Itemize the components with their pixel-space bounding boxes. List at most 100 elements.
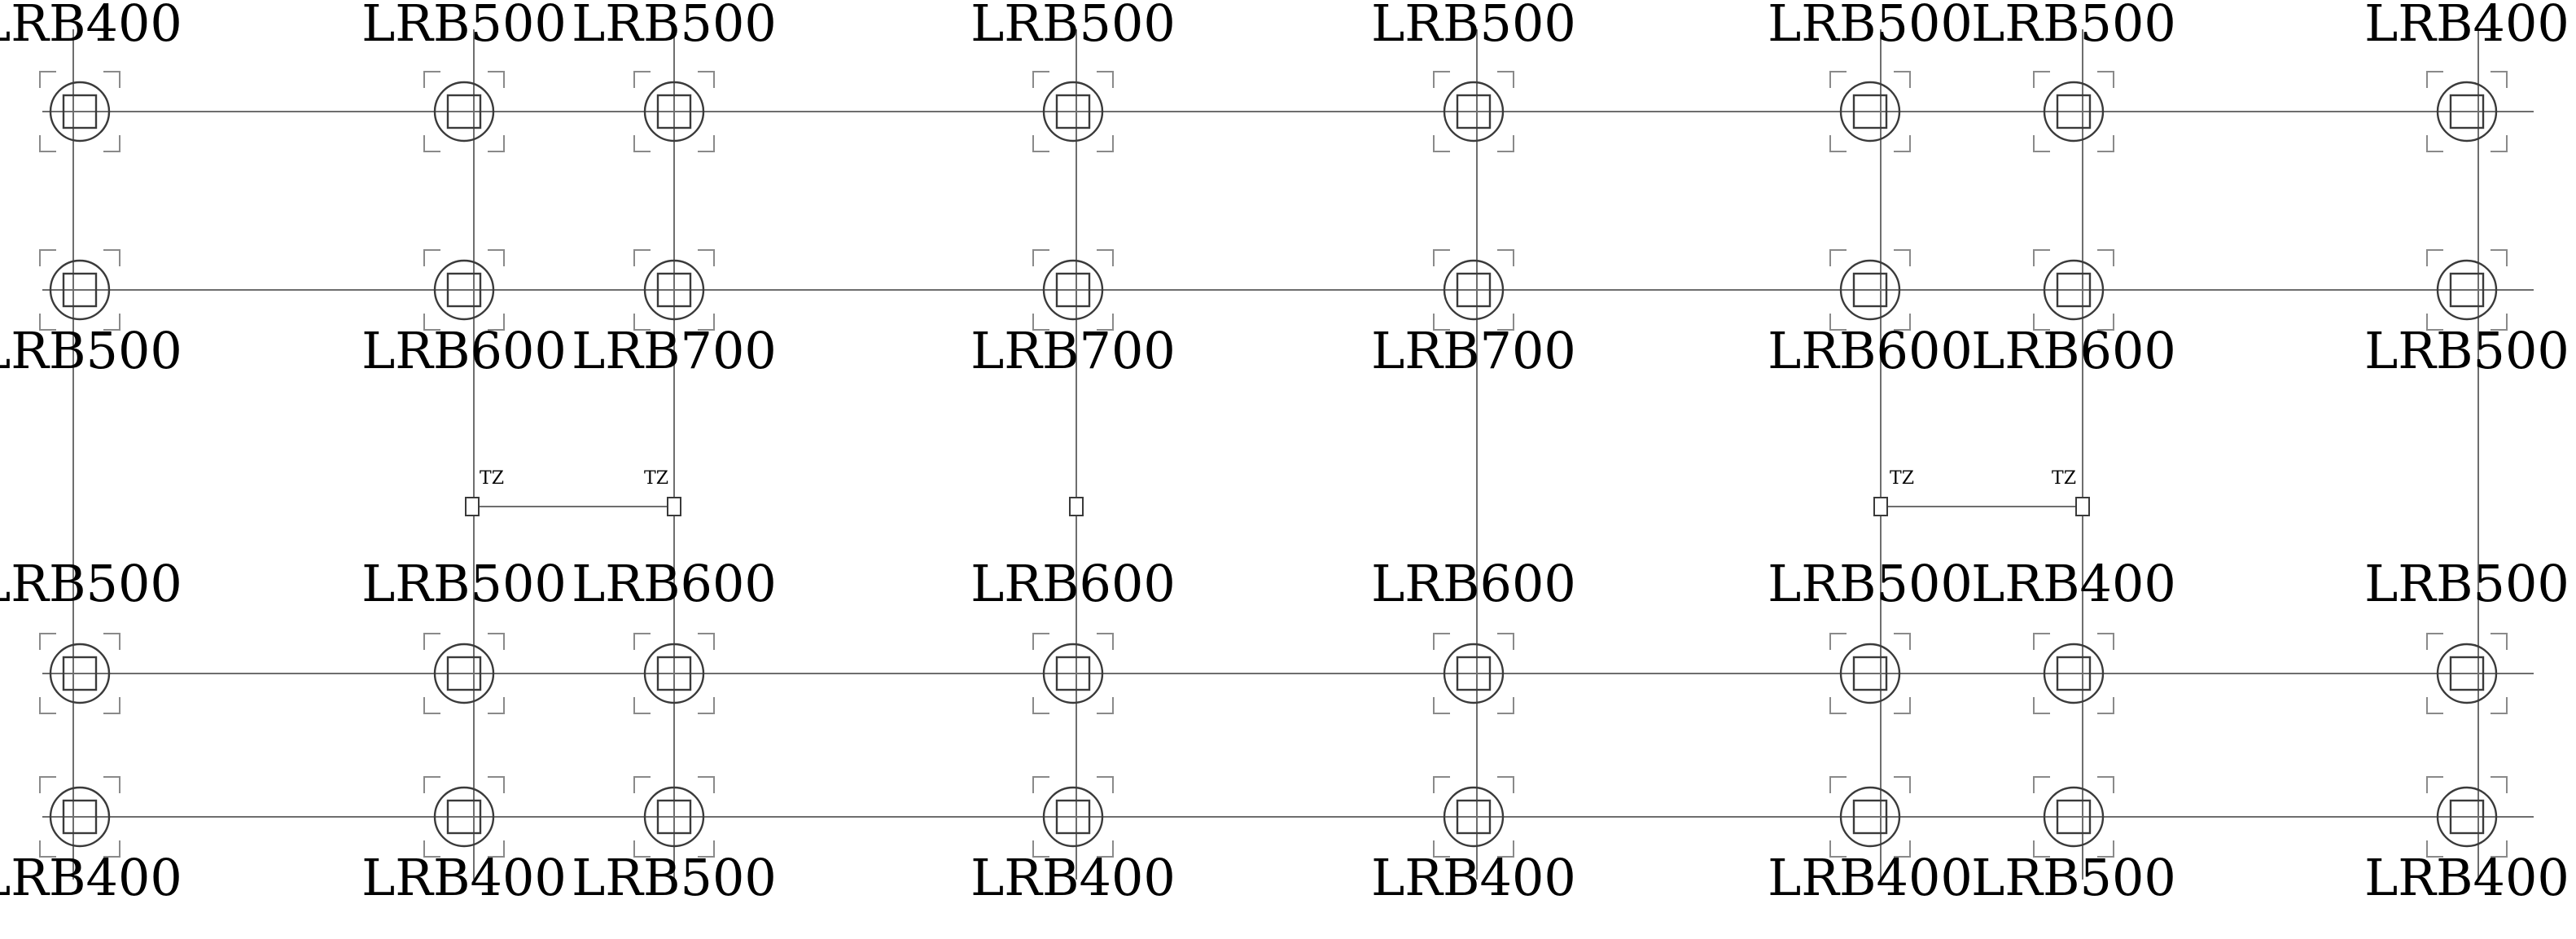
bearing-frame-corner <box>698 776 715 793</box>
bearing-frame-corner <box>2033 135 2050 152</box>
bearing-plate-square <box>2449 799 2485 835</box>
bearing-frame-corner <box>1097 314 1114 331</box>
bearing-frame-corner <box>39 840 56 858</box>
bearing-frame-corner <box>39 776 56 793</box>
bearing-plate-square <box>446 656 482 691</box>
bearing-label: LRB700 <box>1371 321 1576 380</box>
bearing-frame-corner <box>1097 71 1114 88</box>
bearing-label: LRB400 <box>0 848 182 907</box>
bearing-frame-corner <box>1829 71 1847 88</box>
bearing-frame-corner <box>698 249 715 266</box>
isolation-bearing <box>39 71 120 152</box>
isolation-bearing <box>633 633 715 714</box>
bearing-label: LRB400 <box>1371 848 1576 907</box>
bearing-plate-square <box>1852 94 1888 129</box>
bearing-frame-corner <box>103 249 120 266</box>
bearing-frame-corner <box>1497 314 1514 331</box>
bearing-plate-square <box>1456 272 1492 308</box>
bearing-frame-corner <box>423 135 440 152</box>
isolation-bearing <box>1032 776 1114 858</box>
isolation-bearing <box>423 71 505 152</box>
tie-column-label: TZ <box>2052 468 2076 489</box>
bearing-label: LRB600 <box>361 321 567 380</box>
bearing-circle <box>2436 786 2498 848</box>
bearing-frame-corner <box>1829 633 1847 650</box>
bearing-circle <box>2436 643 2498 704</box>
isolation-bearing <box>39 249 120 331</box>
bearing-frame-corner <box>1829 840 1847 858</box>
bearing-plate-square <box>2056 656 2092 691</box>
bearing-plate-square <box>1055 799 1091 835</box>
isolation-bearing <box>39 633 120 714</box>
bearing-frame-corner <box>698 840 715 858</box>
bearing-plate-square <box>1456 94 1492 129</box>
bearing-frame-corner <box>2097 633 2114 650</box>
bearing-frame-corner <box>1097 776 1114 793</box>
bearing-label: LRB400 <box>0 0 182 53</box>
bearing-frame-corner <box>2491 314 2508 331</box>
tie-column <box>465 497 480 516</box>
bearing-circle <box>643 259 705 321</box>
bearing-frame-corner <box>103 71 120 88</box>
bearing-circle <box>2043 786 2105 848</box>
isolation-bearing <box>1433 249 1514 331</box>
bearing-plate-square <box>2056 94 2092 129</box>
bearing-frame-corner <box>423 776 440 793</box>
bearing-label: LRB500 <box>2364 321 2569 380</box>
bearing-frame-corner <box>488 697 505 714</box>
bearing-circle <box>433 786 495 848</box>
bearing-frame-corner <box>39 135 56 152</box>
bearing-frame-corner <box>39 314 56 331</box>
tie-column <box>2075 497 2090 516</box>
isolation-bearing <box>1829 71 1911 152</box>
bearing-plate-square <box>2056 272 2092 308</box>
bearing-circle <box>1443 81 1505 143</box>
bearing-frame-corner <box>1829 249 1847 266</box>
bearing-frame-corner <box>2426 135 2443 152</box>
bearing-frame-corner <box>2426 776 2443 793</box>
bearing-plate-square <box>446 94 482 129</box>
bearing-circle <box>643 81 705 143</box>
bearing-frame-corner <box>1097 633 1114 650</box>
bearing-frame-corner <box>2491 697 2508 714</box>
isolation-bearing <box>2426 633 2508 714</box>
isolation-bearing <box>1829 776 1911 858</box>
tie-column-label: TZ <box>644 468 668 489</box>
bearing-circle <box>49 786 111 848</box>
tie-column <box>667 497 681 516</box>
tie-column <box>1873 497 1888 516</box>
bearing-frame-corner <box>39 71 56 88</box>
bearing-frame-corner <box>1829 314 1847 331</box>
bearing-frame-corner <box>2033 776 2050 793</box>
bearing-frame-corner <box>103 314 120 331</box>
bearing-frame-corner <box>633 314 651 331</box>
isolation-bearing <box>1829 249 1911 331</box>
bearing-plate-square <box>1055 272 1091 308</box>
bearing-frame-corner <box>1894 633 1911 650</box>
bearing-circle <box>433 643 495 704</box>
isolation-bearing <box>1433 71 1514 152</box>
bearing-frame-corner <box>1894 135 1911 152</box>
bearing-frame-corner <box>1097 249 1114 266</box>
bearing-plate-square <box>62 272 98 308</box>
bearing-circle <box>1839 643 1901 704</box>
bearing-frame-corner <box>488 776 505 793</box>
bearing-label: LRB500 <box>970 0 1176 53</box>
bearing-frame-corner <box>1497 249 1514 266</box>
bearing-frame-corner <box>488 840 505 858</box>
isolation-bearing <box>1032 71 1114 152</box>
bearing-label: LRB600 <box>1971 321 2176 380</box>
bearing-frame-corner <box>2033 697 2050 714</box>
bearing-frame-corner <box>488 135 505 152</box>
isolation-bearing <box>39 776 120 858</box>
bearing-circle <box>2436 259 2498 321</box>
bearing-frame-corner <box>2426 314 2443 331</box>
bearing-circle <box>1042 259 1104 321</box>
bearing-label: LRB400 <box>361 848 567 907</box>
bearing-frame-corner <box>1433 135 1450 152</box>
bearing-frame-corner <box>698 633 715 650</box>
bearing-frame-corner <box>1497 71 1514 88</box>
bearing-label: LRB700 <box>572 321 777 380</box>
bearing-frame-corner <box>633 697 651 714</box>
bearing-label: LRB400 <box>970 848 1176 907</box>
